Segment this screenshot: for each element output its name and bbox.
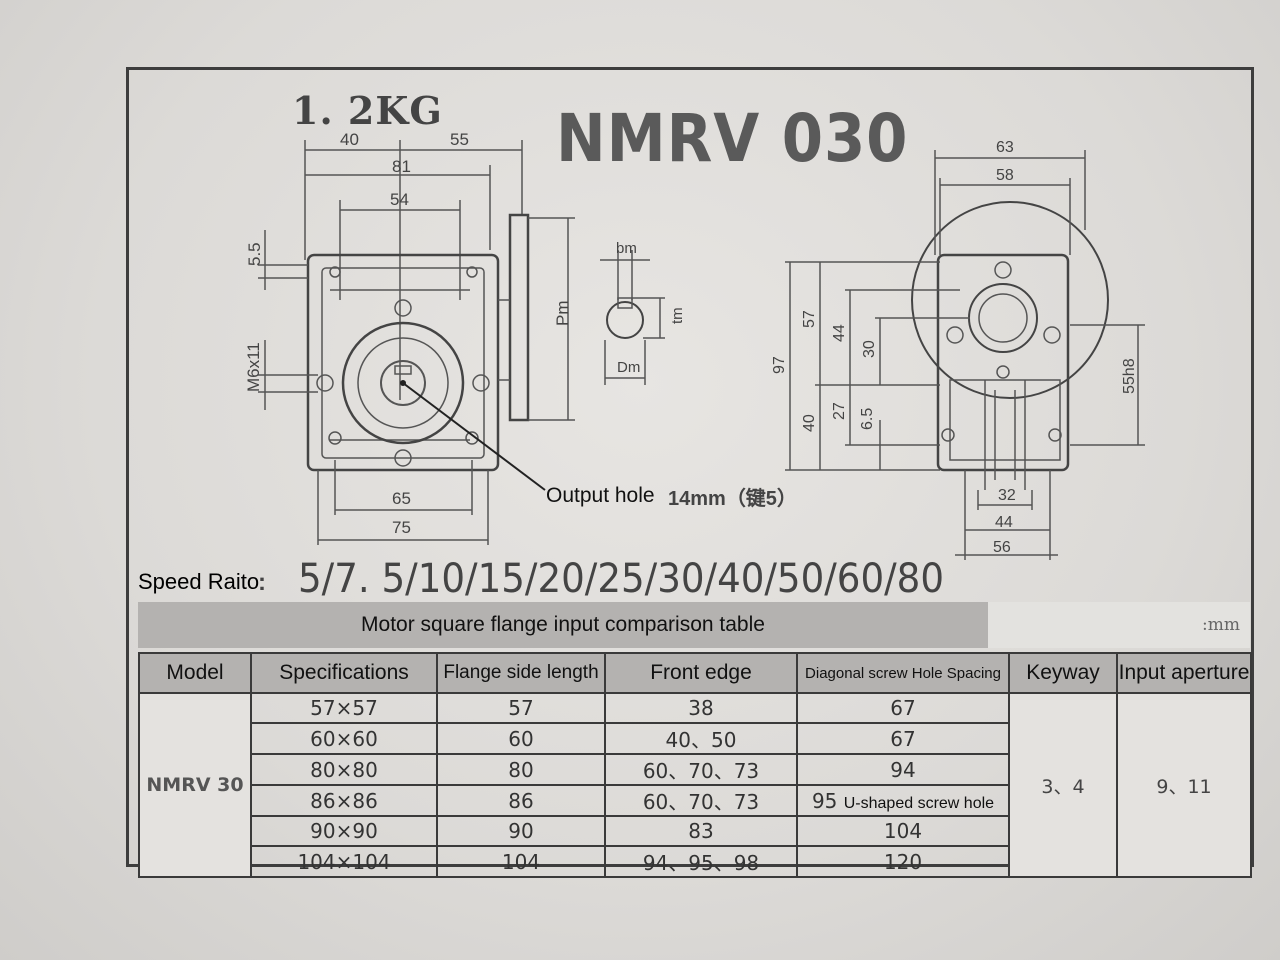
diagonal-cell: 67 [796,722,1010,755]
diagonal-cell: 104 [796,815,1010,847]
header-front-edge: Front edge [604,652,798,694]
weight-label: 1. 2KG [292,88,443,133]
front-view-drawing: 63 58 32 44 56 97 57 44 30 40 27 6.5 55h8 [771,139,1145,560]
svg-text:55: 55 [450,130,469,149]
speed-ratio-colon: : [258,569,266,596]
spec-cell: 80×80 [250,753,438,786]
svg-text:27: 27 [831,402,848,420]
diagonal-cell: 94 [796,753,1010,786]
table-row: 104×104 104 94、95、98 120 [139,845,1251,878]
front-edge-cell: 83 [604,815,798,847]
svg-text:M6x11: M6x11 [244,342,263,392]
diagonal-value: 95 [811,788,838,813]
svg-text:58: 58 [996,167,1014,184]
input-aperture-cell: 9、11 [1116,692,1252,878]
speed-ratio-values: 5/7. 5/10/15/20/25/30/40/50/60/80 [298,556,945,602]
side-view-drawing: 40 55 81 54 65 75 5.5 M6x11 Pm [244,130,575,545]
flange-comparison-table: Model Specifications Flange side length … [138,652,1252,878]
spec-cell: 104×104 [250,845,438,878]
speed-ratio-label: Speed Raito [138,569,260,594]
front-edge-cell: 94、95、98 [604,845,798,878]
svg-text:bm: bm [616,240,637,257]
unit-label: :mm [1202,615,1240,635]
header-model: Model [138,652,252,694]
keyway-cell: 3、4 [1008,692,1118,878]
svg-text:63: 63 [996,139,1014,156]
diagonal-cell: 120 [796,845,1010,878]
header-keyway: Keyway [1008,652,1118,694]
front-edge-cell: 38 [604,692,798,724]
table-header-row: Model Specifications Flange side length … [138,652,1252,694]
svg-text:Pm: Pm [553,301,572,327]
diagonal-cell: 67 [796,692,1010,724]
flange-cell: 104 [436,845,606,878]
output-hole-size: 14mm（键5） [668,488,797,510]
svg-text:54: 54 [390,190,409,209]
header-input-aperture: Input aperture [1116,652,1252,694]
spec-cell: 90×90 [250,815,438,847]
table-row: 60×60 60 40、50 67 [139,722,1251,755]
keyway-detail-drawing: bm Dm tm [600,240,686,385]
flange-cell: 57 [436,692,606,724]
table-title: Motor square flange input comparison tab… [361,613,765,636]
svg-text:40: 40 [801,414,818,432]
svg-text:44: 44 [995,514,1013,531]
flange-cell: 86 [436,784,606,817]
svg-text:57: 57 [801,310,818,328]
svg-text:6.5: 6.5 [859,408,876,430]
spec-cell: 57×57 [250,692,438,724]
svg-text:30: 30 [861,340,878,358]
model-cell: NMRV 30 [138,692,252,878]
svg-text:32: 32 [998,487,1016,504]
spec-cell: 86×86 [250,784,438,817]
svg-text:Dm: Dm [617,359,640,376]
u-shaped-note: U-shaped screw hole [843,794,995,812]
svg-text:75: 75 [392,518,411,537]
flange-cell: 60 [436,722,606,755]
header-diagonal-screw-hole-spacing: Diagonal screw Hole Spacing [796,652,1010,694]
svg-text:40: 40 [340,130,359,149]
svg-text:56: 56 [993,539,1011,556]
spec-cell: 60×60 [250,722,438,755]
svg-text:81: 81 [392,157,411,176]
table-banner: Motor square flange input comparison tab… [138,602,1250,648]
svg-text:44: 44 [831,324,848,342]
header-specifications: Specifications [250,652,438,694]
table-row: NMRV 30 57×57 57 38 67 3、4 9、11 [138,692,1252,878]
svg-text:5.5: 5.5 [245,242,264,266]
svg-text:65: 65 [392,489,411,508]
table-row: 80×80 80 60、70、73 94 [139,753,1251,786]
front-edge-cell: 40、50 [604,722,798,755]
table-row: 86×86 86 60、70、73 95 U-shaped screw hole [139,784,1251,817]
front-edge-cell: 60、70、73 [604,784,798,817]
model-title: NMRV 030 [556,100,909,177]
header-flange-side-length: Flange side length [436,652,606,694]
diagonal-cell: 95 U-shaped screw hole [796,784,1010,817]
flange-cell: 80 [436,753,606,786]
output-hole-label: Output hole [546,484,655,507]
svg-text:55h8: 55h8 [1121,358,1138,394]
flange-cell: 90 [436,815,606,847]
svg-text:97: 97 [771,356,788,374]
svg-text:tm: tm [669,307,686,324]
table-row: 90×90 90 83 104 [139,815,1251,847]
front-edge-cell: 60、70、73 [604,753,798,786]
